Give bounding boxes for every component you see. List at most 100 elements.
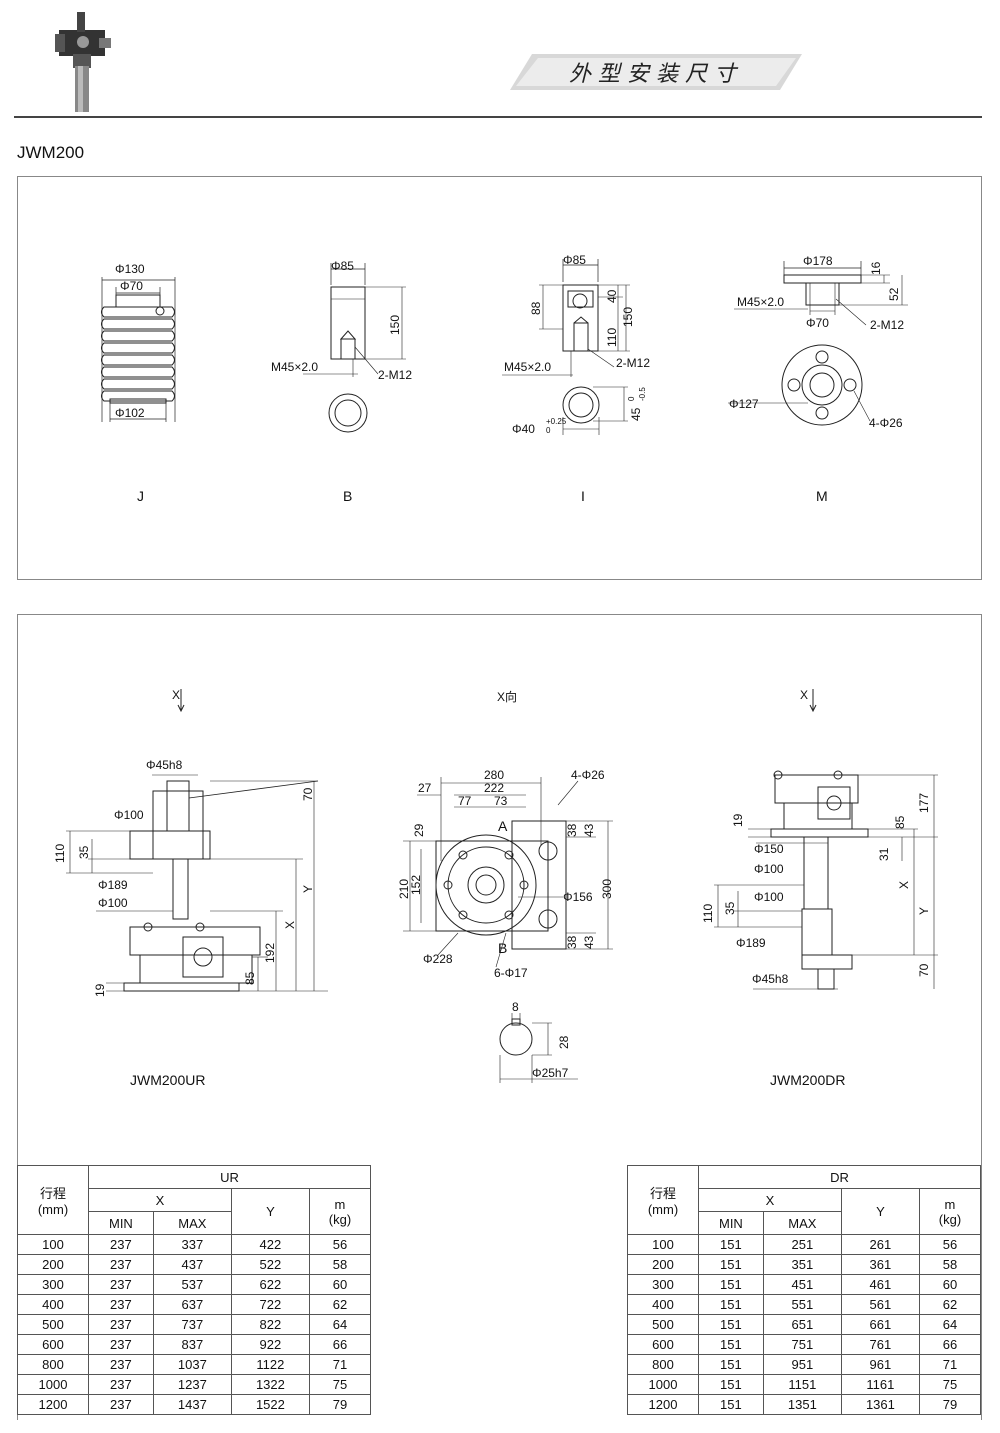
flange-M-drawing xyxy=(728,261,908,426)
M-bolt: 2-M12 xyxy=(870,318,904,332)
section-banner: 外型安装尺寸 xyxy=(510,52,802,92)
table-cell: 961 xyxy=(840,1354,920,1375)
table-cell: 60 xyxy=(308,1274,372,1295)
x-d228: Φ228 xyxy=(423,952,453,966)
B-bolt: 2-M12 xyxy=(378,368,412,382)
table-cell: 1522 xyxy=(230,1394,310,1415)
table-cell: 1361 xyxy=(840,1394,920,1415)
fitting-label-J: J xyxy=(137,488,144,504)
table-cell: 1322 xyxy=(230,1374,310,1395)
M-h-52: 52 xyxy=(887,287,901,301)
table-cell: 300 xyxy=(17,1274,89,1295)
table-cell: 60 xyxy=(918,1274,982,1295)
table-cell: 56 xyxy=(308,1234,372,1255)
x-w27: 27 xyxy=(418,781,432,795)
table-cell: 1237 xyxy=(152,1374,232,1395)
I-dia-40-tol: +0.25 xyxy=(546,417,567,426)
jack-views-drawing: X Φ45h8 Φ100 Φ189 Φ100 70 110 35 Y X 192… xyxy=(53,688,938,1088)
M-h-16: 16 xyxy=(869,261,883,275)
I-h-88: 88 xyxy=(529,301,543,315)
table-cell: 1200 xyxy=(627,1394,699,1415)
table-cell: 337 xyxy=(152,1234,232,1255)
table-cell: 58 xyxy=(918,1254,982,1275)
x-h29: 29 xyxy=(412,823,426,837)
bellows-J-drawing xyxy=(101,277,176,422)
x-w222: 222 xyxy=(484,781,504,795)
table-cell: 151 xyxy=(698,1274,764,1295)
group-header: UR xyxy=(88,1165,371,1189)
x-d156: Φ156 xyxy=(563,890,593,904)
table-cell: 400 xyxy=(627,1294,699,1315)
shaft-dia: Φ25h7 xyxy=(532,1066,569,1080)
table-cell: 237 xyxy=(88,1394,154,1415)
DR-X: X xyxy=(897,881,911,889)
UR-h35: 35 xyxy=(77,845,91,859)
table-cell: 79 xyxy=(308,1394,372,1415)
table-cell: 251 xyxy=(762,1234,842,1255)
x-holes-6: 6-Φ17 xyxy=(494,966,528,980)
I-h-150: 150 xyxy=(621,307,635,327)
view-label-UR: JWM200UR xyxy=(130,1072,205,1088)
max-header: MAX xyxy=(152,1211,232,1235)
M-thread: M45×2.0 xyxy=(737,295,784,309)
M-holes: 4-Φ26 xyxy=(869,416,903,430)
table-cell: 822 xyxy=(230,1314,310,1335)
table-cell: 151 xyxy=(698,1374,764,1395)
table-cell: 200 xyxy=(627,1254,699,1275)
M-dia-70: Φ70 xyxy=(806,316,829,330)
table-cell: 151 xyxy=(698,1334,764,1355)
table-cell: 237 xyxy=(88,1334,154,1355)
table-cell: 451 xyxy=(762,1274,842,1295)
table-cell: 237 xyxy=(88,1314,154,1335)
I-h-110: 110 xyxy=(605,328,619,347)
table-cell: 500 xyxy=(17,1314,89,1335)
x-h38b: 38 xyxy=(565,935,579,949)
I-slot-45: 45 xyxy=(629,407,643,421)
table-cell: 237 xyxy=(88,1234,154,1255)
DR-h85: 85 xyxy=(893,815,907,829)
y-header: Y xyxy=(230,1188,310,1235)
table-cell: 56 xyxy=(918,1234,982,1255)
fitting-label-I: I xyxy=(581,488,585,504)
table-cell: 622 xyxy=(230,1274,310,1295)
table-cell: 261 xyxy=(840,1234,920,1255)
table-cell: 437 xyxy=(152,1254,232,1275)
J-dia-70: Φ70 xyxy=(120,279,143,293)
UR-arrow-label: X xyxy=(172,688,180,702)
m-header: m (kg) xyxy=(918,1188,982,1235)
min-header: MIN xyxy=(698,1211,764,1235)
key-height-28: 28 xyxy=(557,1035,571,1049)
table-cell: 1437 xyxy=(152,1394,232,1415)
UR-h19: 19 xyxy=(93,983,107,997)
table-cell: 151 xyxy=(698,1294,764,1315)
M-dia-178: Φ178 xyxy=(803,254,833,268)
DR-h35: 35 xyxy=(723,901,737,915)
m-header: m (kg) xyxy=(308,1188,372,1235)
x-w280: 280 xyxy=(484,768,504,782)
table-cell: 66 xyxy=(308,1334,372,1355)
table-cell: 71 xyxy=(918,1354,982,1375)
product-thumbnail-icon xyxy=(55,12,111,112)
DR-h19: 19 xyxy=(731,813,745,827)
key-width-8: 8 xyxy=(512,1000,519,1014)
I-slot-tol: 0 xyxy=(627,396,636,401)
x-h300: 300 xyxy=(600,879,614,899)
x-h43a: 43 xyxy=(582,823,596,837)
B-thread: M45×2.0 xyxy=(271,360,318,374)
table-cell: 1000 xyxy=(627,1374,699,1395)
table-cell: 200 xyxy=(17,1254,89,1275)
UR-d100b: Φ100 xyxy=(98,896,128,910)
banner-title: 外型安装尺寸 xyxy=(568,62,743,87)
x-section-B: B xyxy=(498,940,507,956)
table-cell: 300 xyxy=(627,1274,699,1295)
x-header: X xyxy=(88,1188,232,1212)
I-thread: M45×2.0 xyxy=(504,360,551,374)
